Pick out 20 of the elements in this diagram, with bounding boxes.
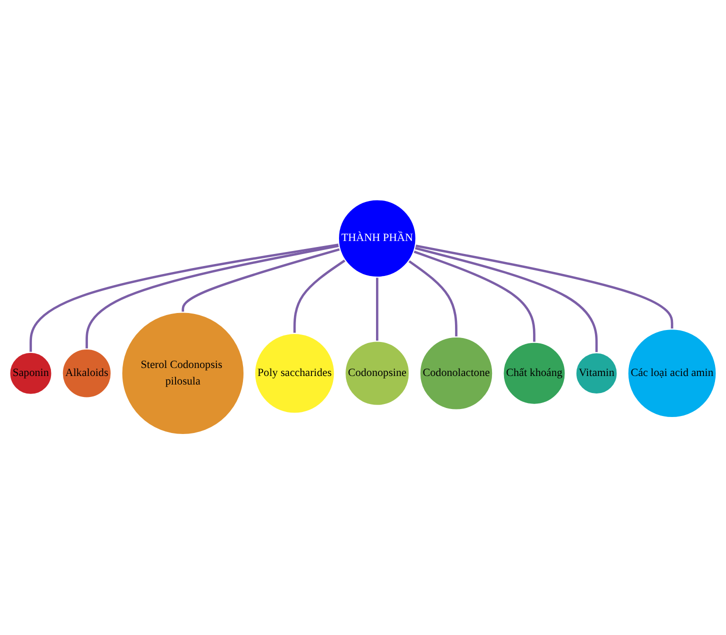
node-circle: [338, 199, 417, 278]
connector: [86, 245, 340, 350]
node-circle: [254, 333, 336, 414]
connector: [415, 244, 674, 330]
connector: [182, 248, 340, 313]
node-circle: [121, 312, 245, 436]
node-circle: [575, 352, 618, 396]
node-circle: [502, 342, 566, 406]
node-circle: [419, 336, 494, 411]
connector: [408, 260, 458, 338]
connector: [414, 247, 598, 353]
connector: [376, 278, 378, 342]
node-circle: [62, 348, 112, 399]
connector: [293, 260, 346, 334]
node-circle: [9, 352, 52, 396]
node-circle: [344, 341, 410, 406]
connector: [30, 244, 340, 353]
diagram: THÀNH PHẦN Saponin Alkaloids Sterol Codonopsis pilosula Poly saccharides Codonopsine Codonolactone Chất khoáng Vitamin Các loại acid amin: [5, 195, 721, 440]
connector: [413, 250, 536, 343]
node-circle: [627, 328, 717, 419]
